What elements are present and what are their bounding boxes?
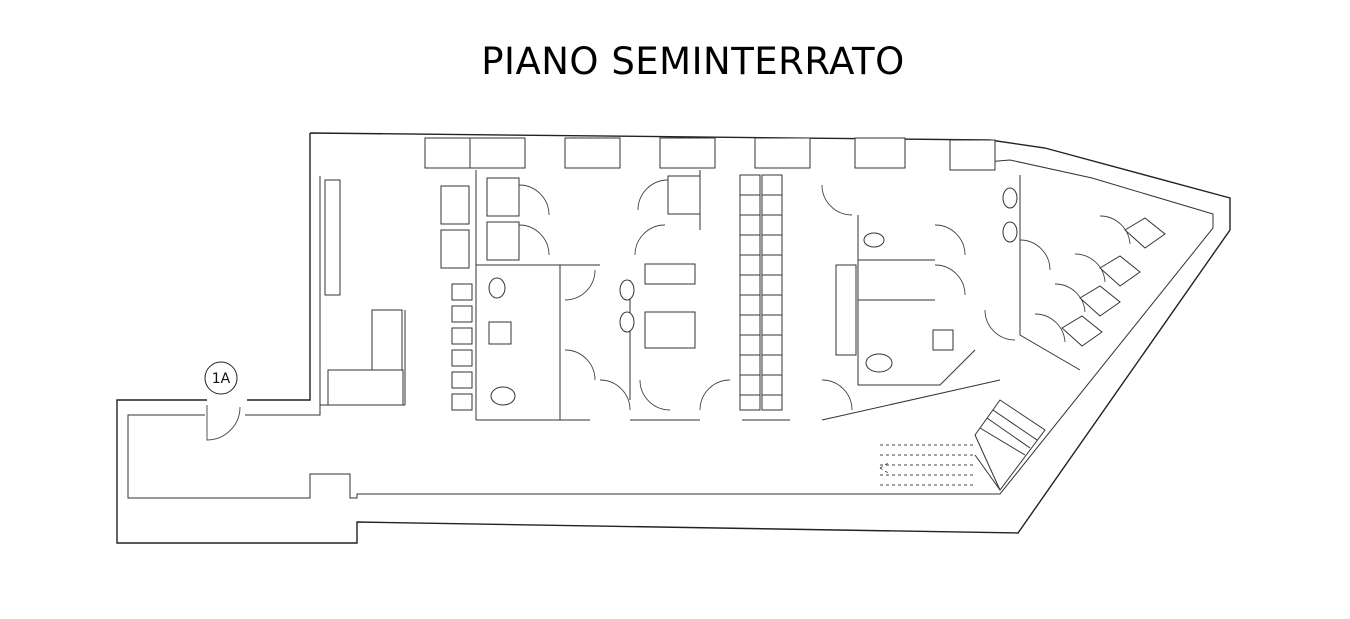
left-room-furniture <box>324 179 473 411</box>
left-bathroom-block <box>475 170 731 420</box>
wall-pillars <box>424 137 996 171</box>
unit-tag: 1A <box>204 361 238 395</box>
outer-wall <box>116 132 1231 544</box>
right-bathroom-block <box>821 175 1081 411</box>
central-stairs <box>739 174 783 411</box>
unit-tag-label: 1A <box>212 371 231 387</box>
plan-title: PIANO SEMINTERRATO <box>481 40 905 83</box>
entrance-door <box>206 405 241 441</box>
storage-cells <box>1034 215 1166 347</box>
lower-stairs <box>879 399 1046 491</box>
inner-wall <box>127 159 1214 499</box>
